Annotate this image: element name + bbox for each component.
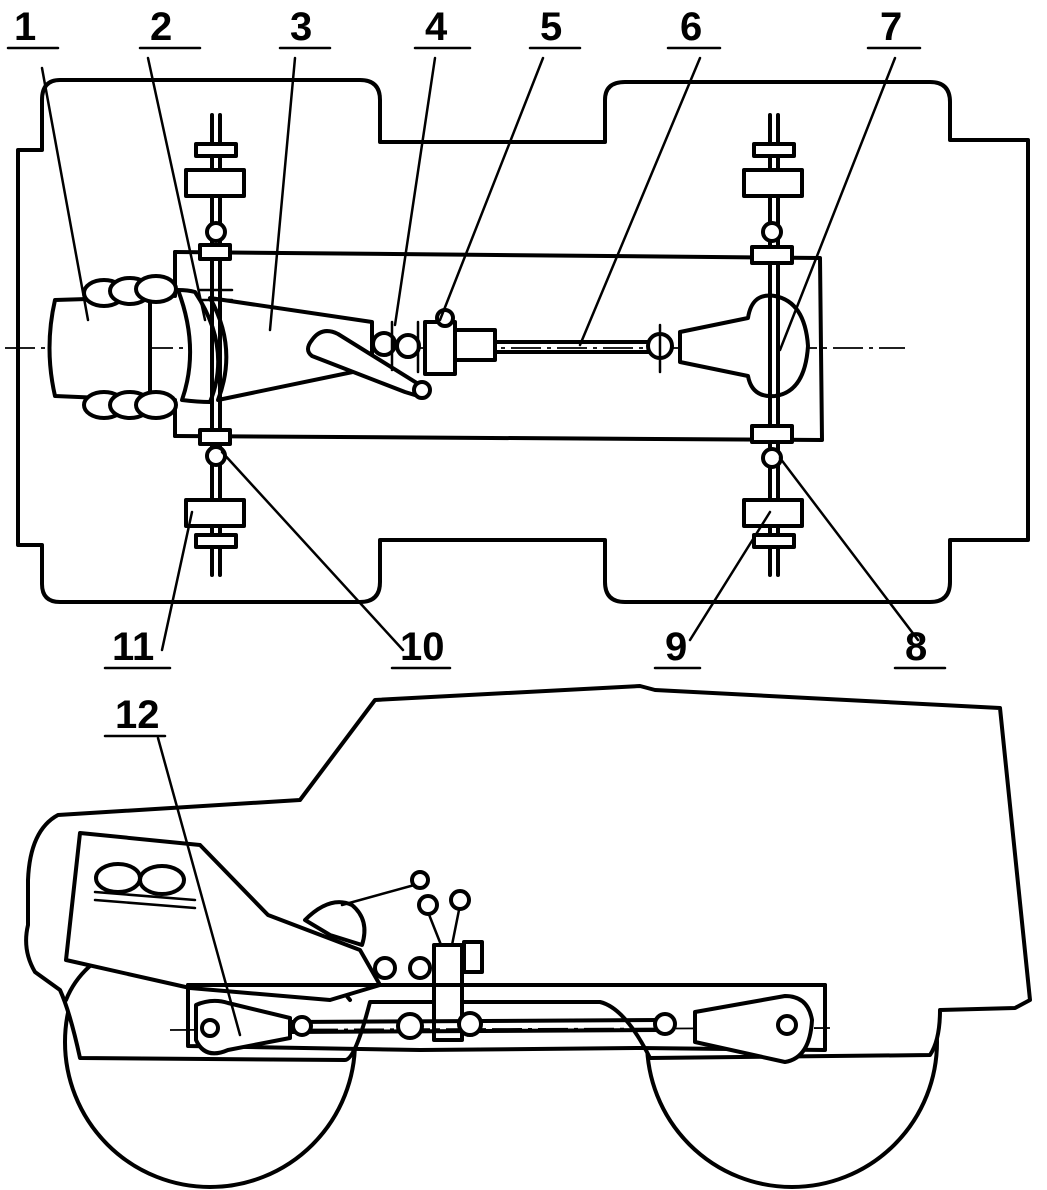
callout-8: 8: [905, 625, 927, 669]
engine-cylinders-side: [93, 862, 197, 910]
callout-3: 3: [290, 5, 312, 49]
transfer-levers: [417, 889, 484, 1042]
chassis-frame: [173, 250, 824, 442]
callout-11: 11: [112, 625, 154, 669]
side-view: [24, 684, 1032, 1189]
callout-9: 9: [665, 625, 687, 669]
propeller-shaft: [493, 323, 674, 374]
top-view: [5, 56, 1030, 652]
callout-labels: 1 2 3 4 5 6 7 11 10 9 8 12: [6, 5, 947, 738]
frame-side: [186, 983, 827, 1052]
engine: [47, 295, 152, 402]
leader-line-12: [156, 736, 242, 1037]
body-outline-plan: [16, 78, 1030, 604]
callout-7: 7: [880, 5, 902, 49]
callout-1: 1: [14, 5, 36, 49]
gear-lever: [306, 329, 432, 400]
rear-axle: [742, 113, 804, 577]
callout-4: 4: [425, 5, 448, 49]
rear-differential: [678, 293, 810, 399]
callout-12: 12: [115, 693, 160, 737]
callout-10: 10: [400, 625, 445, 669]
transfer-box: [371, 308, 497, 376]
callout-5: 5: [540, 5, 562, 49]
callout-2: 2: [150, 5, 172, 49]
front-axle: [184, 113, 246, 577]
callout-6: 6: [680, 5, 702, 49]
gearbox: [208, 296, 374, 402]
engine-cylinders: [82, 274, 178, 420]
leader-lines-top: [40, 56, 920, 652]
